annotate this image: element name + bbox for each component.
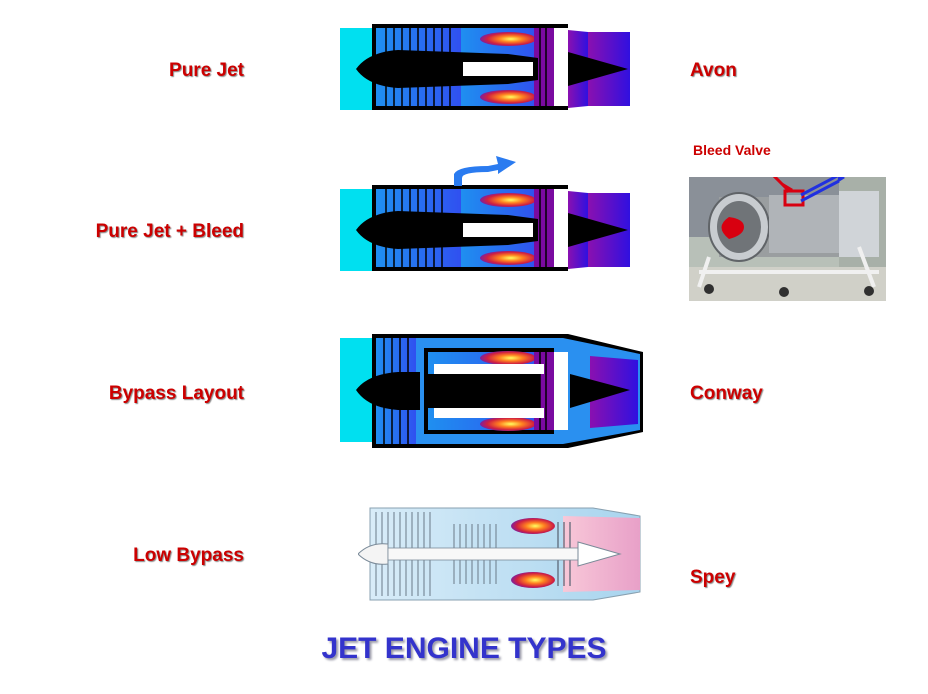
label-low-bypass: Low Bypass bbox=[133, 545, 244, 566]
avon-engine-photo bbox=[689, 177, 886, 301]
pure-jet-bleed-diagram bbox=[340, 156, 630, 271]
bypass-layout-diagram bbox=[340, 334, 643, 448]
label-avon: Avon bbox=[690, 60, 737, 81]
page-title: JET ENGINE TYPES bbox=[321, 632, 607, 665]
bleed-valve-label: Bleed Valve bbox=[693, 142, 771, 158]
label-bypass-layout: Bypass Layout bbox=[108, 383, 244, 404]
pure-jet-diagram bbox=[340, 24, 630, 110]
label-pure-jet: Pure Jet bbox=[169, 60, 244, 81]
label-pure-jet-bleed: Pure Jet + Bleed bbox=[95, 221, 244, 242]
label-conway: Conway bbox=[690, 383, 763, 404]
low-bypass-diagram bbox=[358, 507, 641, 601]
label-spey: Spey bbox=[690, 567, 736, 588]
